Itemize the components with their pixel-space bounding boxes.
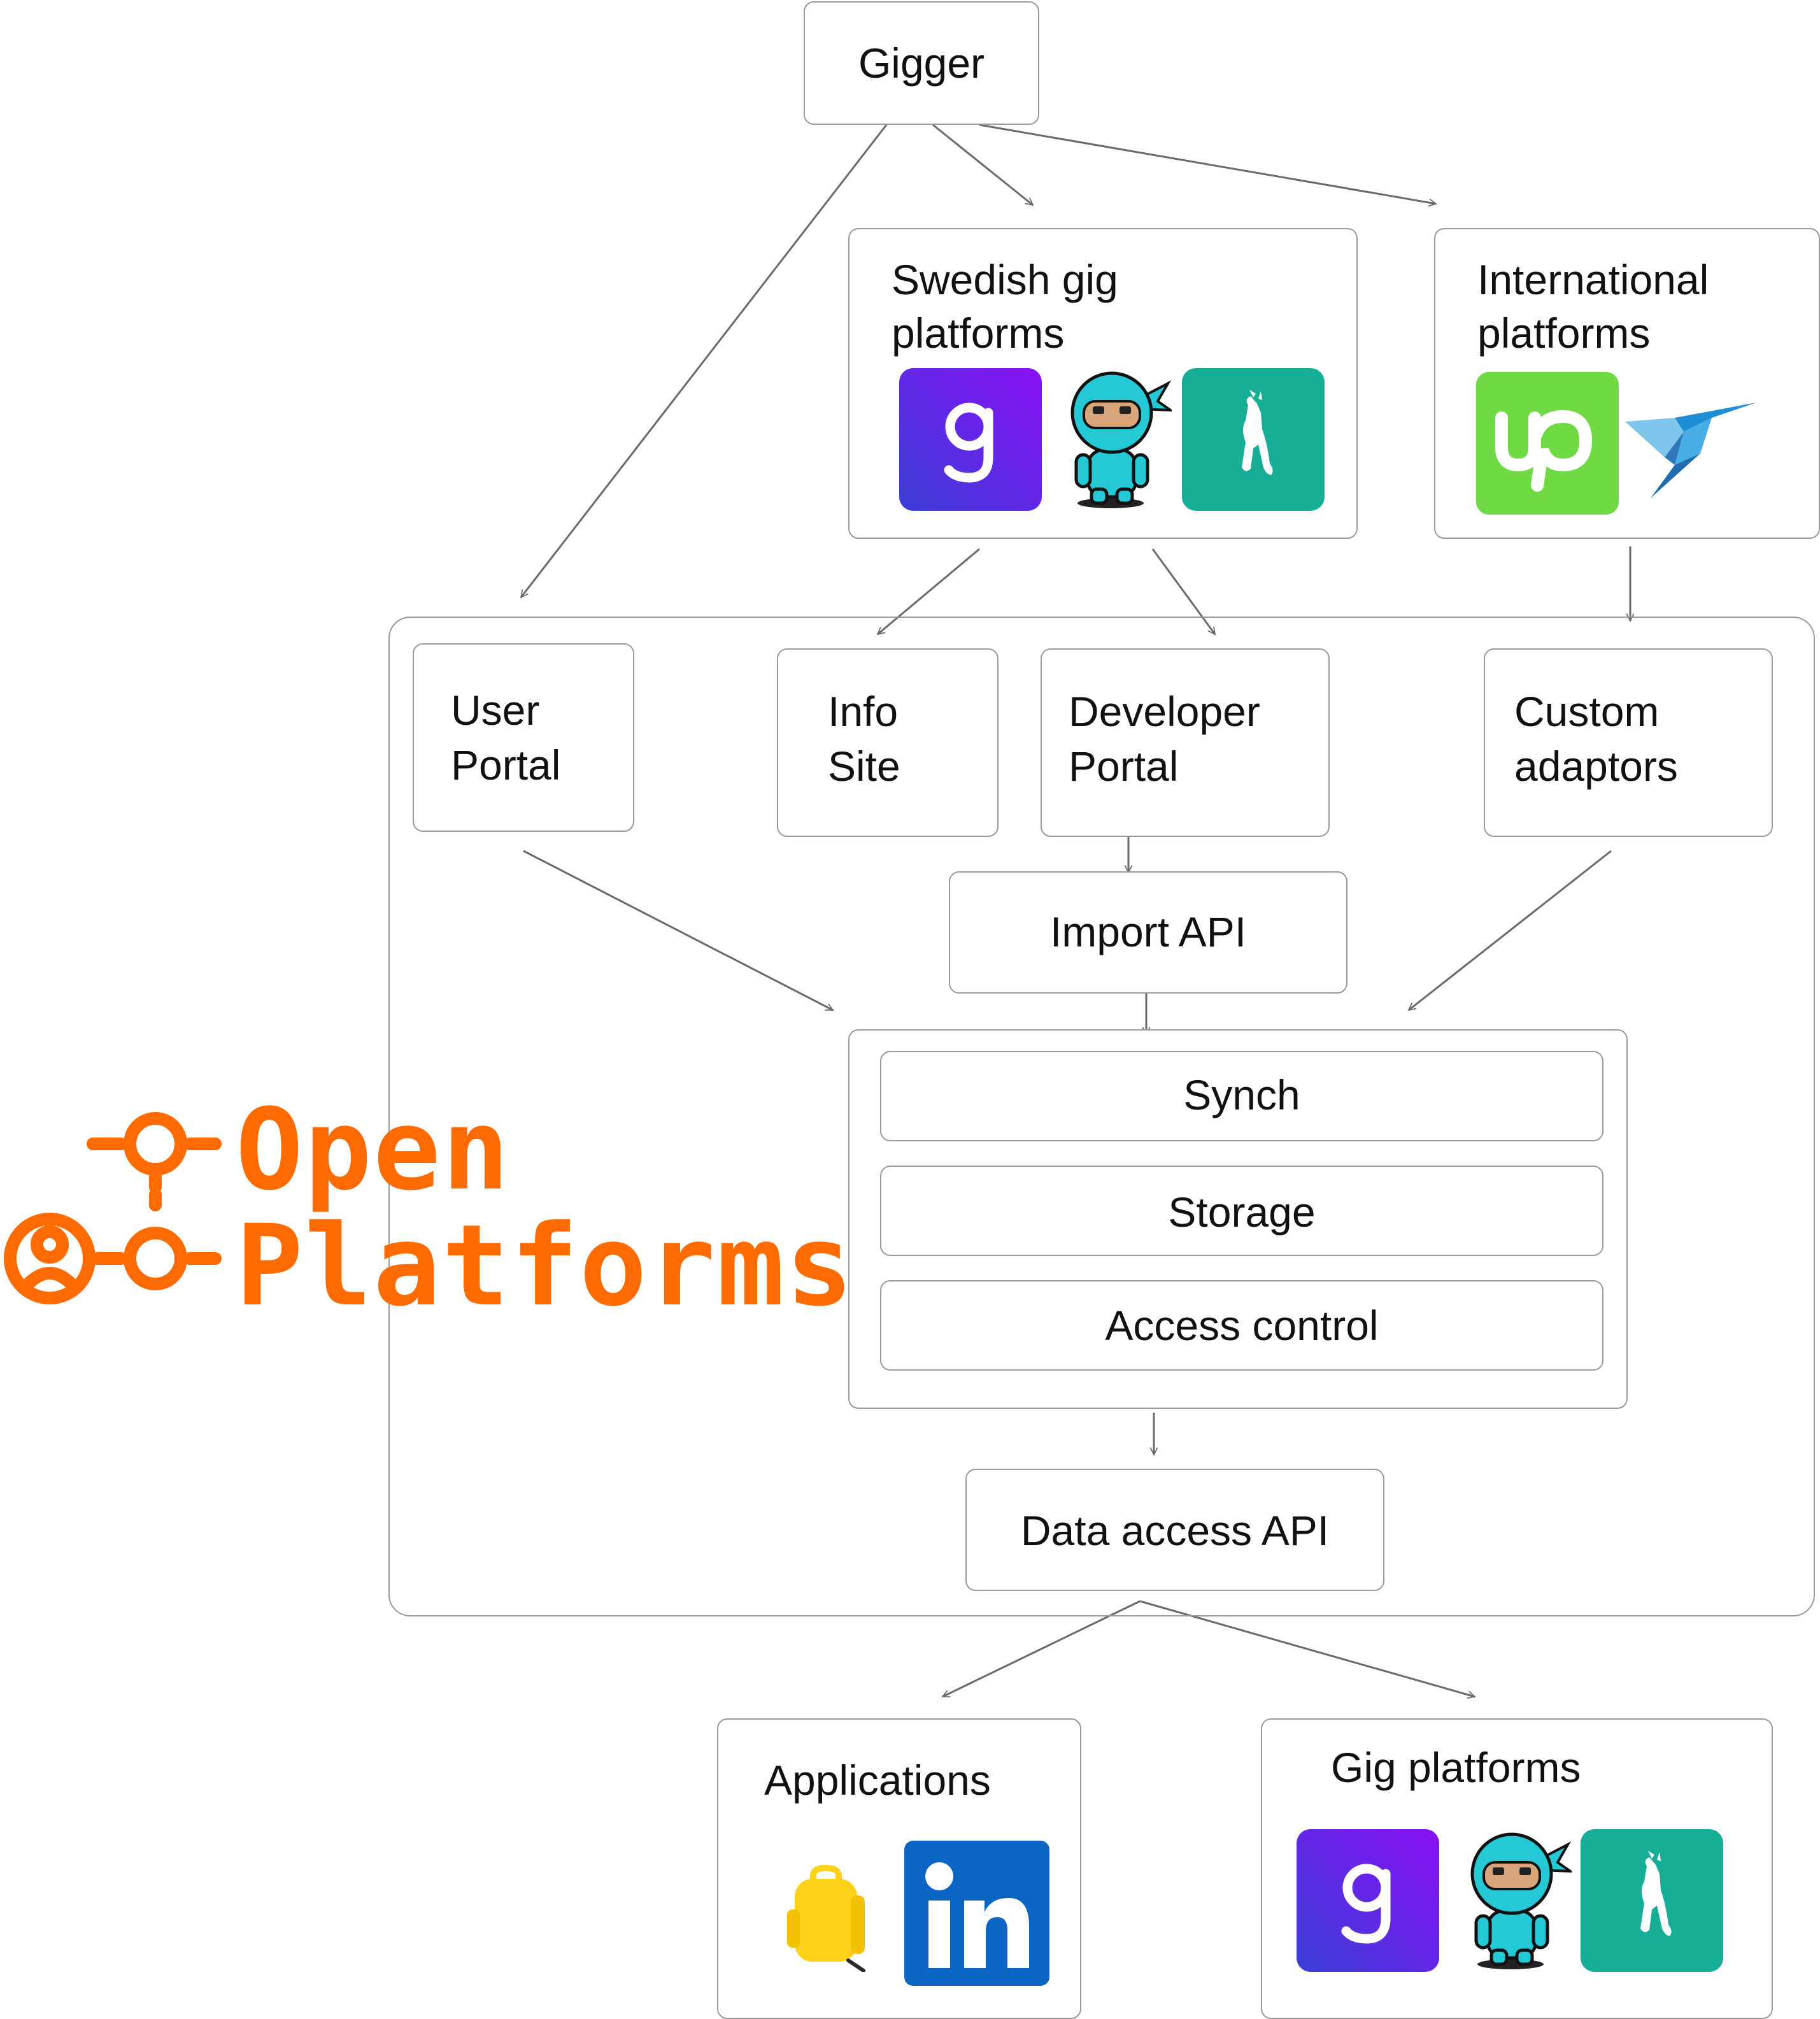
arrow-data-access-to-applications bbox=[942, 1600, 1141, 1698]
gig-platforms-label: Gig platforms bbox=[1331, 1744, 1581, 1791]
swedish-label-line2: platforms bbox=[892, 310, 1065, 357]
logo-text-platforms: Platforms bbox=[236, 1201, 855, 1331]
developer-portal-line2: Portal bbox=[1069, 743, 1179, 790]
storage-node: Storage bbox=[880, 1166, 1603, 1256]
data-access-api-label: Data access API bbox=[1020, 1507, 1330, 1554]
arrow-gigger-to-user-portal bbox=[521, 124, 888, 597]
custom-adaptors-line2: adaptors bbox=[1514, 743, 1678, 790]
info-site-line2: Site bbox=[828, 743, 900, 790]
arrow-data-access-to-gig-platforms bbox=[1139, 1600, 1475, 1697]
user-portal-node[interactable]: User Portal bbox=[413, 643, 634, 832]
backpack-icon bbox=[787, 1865, 865, 1972]
deer-app-icon bbox=[1581, 1829, 1723, 1972]
gigger-node: Gigger bbox=[804, 1, 1039, 125]
storage-label: Storage bbox=[1168, 1188, 1316, 1236]
open-platforms-logo-mark bbox=[4, 1112, 222, 1304]
custom-adaptors-node: Custom adaptors bbox=[1484, 648, 1773, 837]
swedish-label-line1: Swedish gig bbox=[892, 256, 1118, 303]
international-label-line2: platforms bbox=[1477, 310, 1651, 357]
user-portal-line1: User bbox=[451, 687, 540, 734]
access-control-node: Access control bbox=[880, 1280, 1603, 1371]
arrow-user-portal-to-core bbox=[523, 850, 833, 1011]
synch-label: Synch bbox=[1183, 1071, 1300, 1118]
data-access-api-node[interactable]: Data access API bbox=[965, 1469, 1384, 1591]
linkedin-icon bbox=[904, 1841, 1049, 1986]
synch-node: Synch bbox=[880, 1051, 1603, 1141]
access-control-label: Access control bbox=[1105, 1302, 1379, 1349]
arrow-gigger-to-international bbox=[979, 124, 1436, 204]
applications-label: Applications bbox=[764, 1757, 991, 1804]
gigstr-icon bbox=[899, 368, 1042, 511]
import-api-label: Import API bbox=[1049, 908, 1247, 955]
deer-app-icon bbox=[1182, 368, 1325, 511]
developer-portal-line1: Developer bbox=[1069, 688, 1260, 735]
freelancer-bird-icon bbox=[1625, 403, 1756, 498]
gigstr-icon bbox=[1297, 1829, 1439, 1972]
arrow-swedish-to-developer-portal bbox=[1151, 548, 1216, 634]
info-site-node[interactable]: Info Site bbox=[777, 648, 999, 837]
developer-portal-node[interactable]: Developer Portal bbox=[1041, 648, 1330, 837]
user-portal-line2: Portal bbox=[451, 741, 561, 788]
custom-adaptors-line1: Custom bbox=[1514, 688, 1660, 735]
international-label-line1: International bbox=[1477, 256, 1709, 303]
import-api-node[interactable]: Import API bbox=[949, 871, 1347, 994]
arrow-custom-to-core bbox=[1409, 850, 1612, 1010]
open-platforms-container bbox=[388, 617, 1815, 1616]
gigger-label: Gigger bbox=[858, 39, 985, 87]
ninja-mascot-icon bbox=[1470, 1832, 1572, 1969]
logo-text-open: Open bbox=[236, 1085, 511, 1215]
arrow-gigger-to-swedish bbox=[932, 124, 1033, 205]
arrow-swedish-to-info-site bbox=[878, 548, 980, 634]
ninja-mascot-icon bbox=[1070, 371, 1172, 508]
info-site-line1: Info bbox=[828, 688, 899, 735]
upwork-icon bbox=[1476, 372, 1619, 515]
